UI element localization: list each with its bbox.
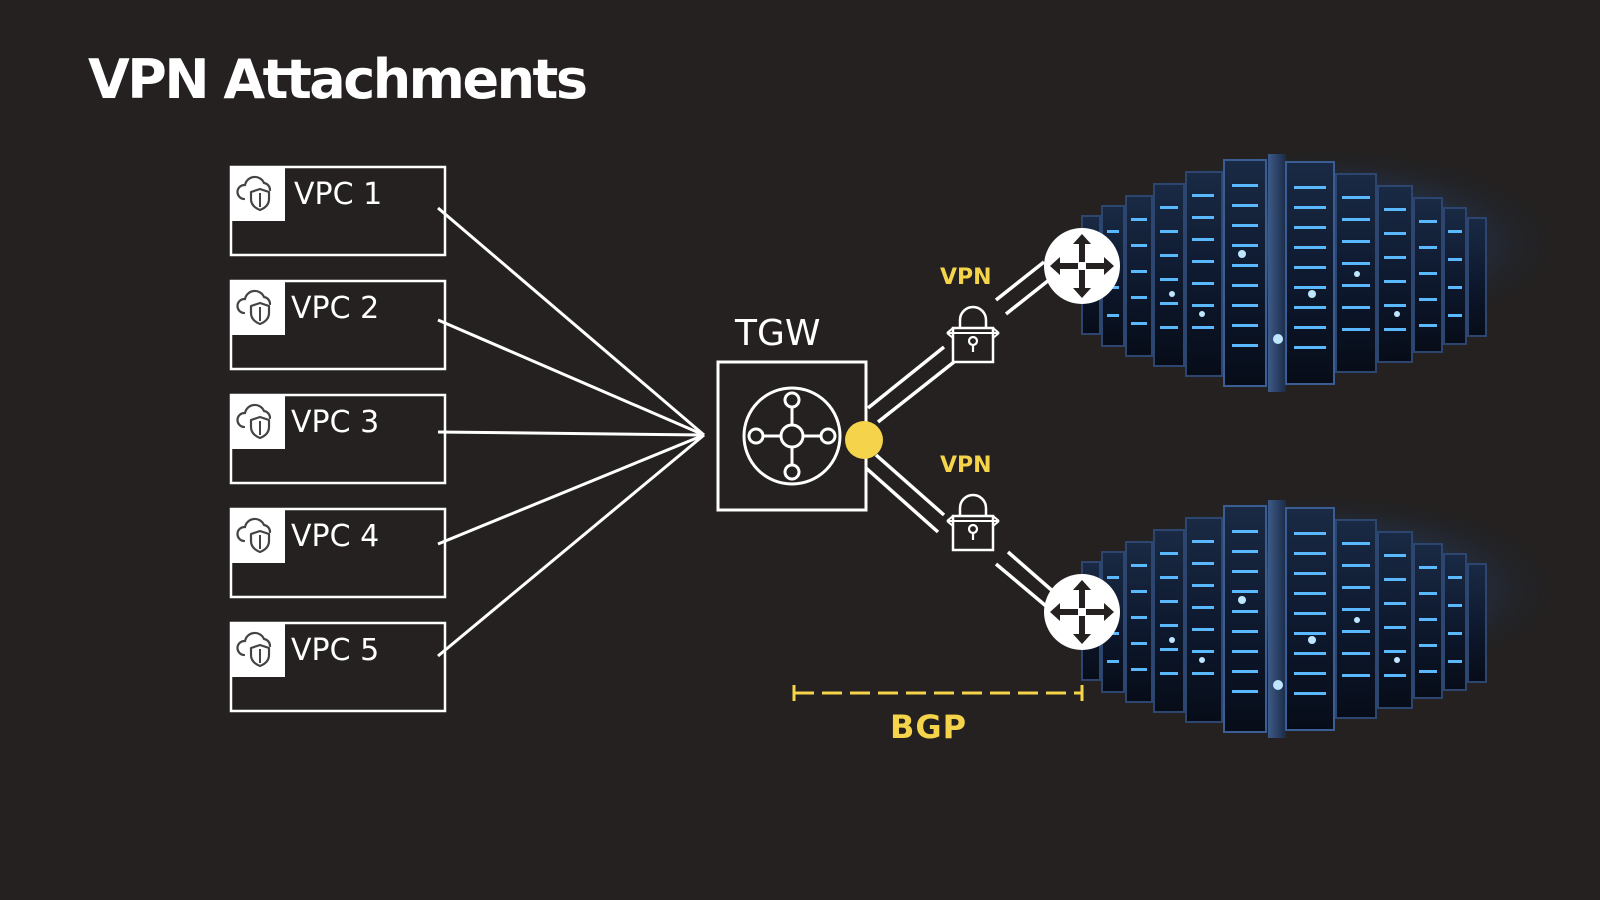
vpn-label: VPN — [940, 265, 992, 290]
vpc-box: VPC 4 — [229, 507, 447, 599]
vpc-label: VPC 2 — [291, 291, 379, 326]
vpc-box: VPC 2 — [229, 279, 447, 371]
vpn-tunnel-upper — [866, 260, 1056, 424]
server-racks-image — [1081, 494, 1558, 739]
bgp-range-marker — [792, 685, 1084, 701]
tgw-label: TGW — [734, 313, 820, 354]
server-racks-image — [1081, 148, 1558, 393]
lock-icon — [945, 305, 1001, 364]
vpc-label: VPC 4 — [291, 519, 379, 554]
vpc-label: VPC 3 — [291, 405, 379, 440]
vpc-label: VPC 1 — [294, 177, 382, 212]
bgp-label: BGP — [890, 708, 967, 746]
transit-gateway-icon — [742, 386, 842, 486]
vpc-box: VPC 5 — [229, 621, 447, 713]
router-icon — [1044, 228, 1120, 304]
vpc-box: VPC 1 — [229, 165, 447, 257]
router-icon — [1044, 574, 1120, 650]
vpn-tunnel-lower — [864, 453, 1058, 608]
vpn-label: VPN — [940, 453, 992, 478]
page-title: VPN Attachments — [88, 48, 588, 111]
lock-icon — [945, 493, 1001, 552]
vpc-to-tgw-lines — [437, 206, 705, 658]
vpc-label: VPC 5 — [291, 633, 379, 668]
tgw-box — [716, 360, 868, 512]
vpc-box: VPC 3 — [229, 393, 447, 485]
vpn-attachment-point — [845, 421, 883, 459]
